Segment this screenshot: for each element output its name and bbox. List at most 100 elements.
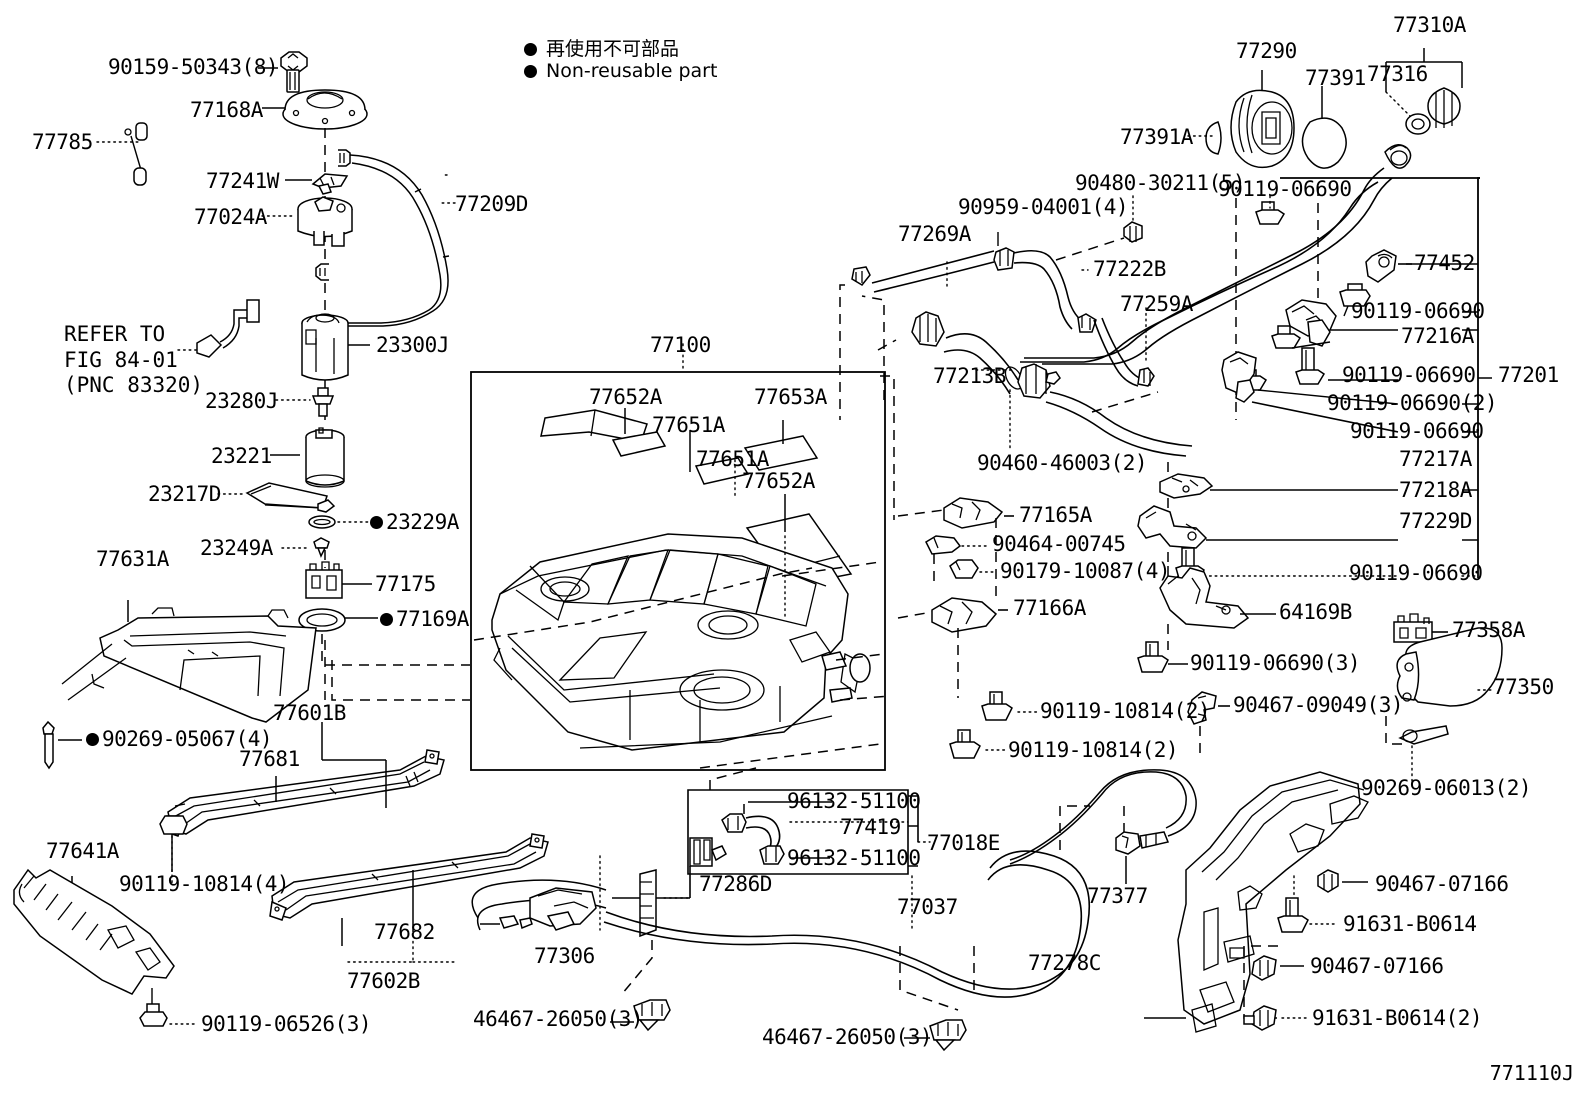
label-90269-05067-text: 90269-05067(4): [102, 727, 273, 751]
label-77229D[interactable]: 77229D: [1399, 509, 1472, 533]
label-77216A[interactable]: 77216A: [1401, 324, 1474, 348]
label-77652A-2[interactable]: 77652A: [742, 469, 815, 493]
label-77652A-1[interactable]: 77652A: [589, 385, 662, 409]
part-77350-art: [1396, 627, 1503, 707]
label-90119-10814-b[interactable]: 90119-10814(2): [1008, 738, 1179, 762]
group-77201-bracket: [1280, 177, 1492, 578]
label-77217A[interactable]: 77217A: [1399, 447, 1472, 471]
label-77213B[interactable]: 77213B: [933, 364, 1006, 388]
label-77651A-2[interactable]: 77651A: [696, 447, 769, 471]
label-90119-06526[interactable]: 90119-06526(3): [201, 1012, 372, 1036]
label-77306[interactable]: 77306: [534, 944, 595, 968]
label-77165A[interactable]: 77165A: [1019, 503, 1092, 527]
label-77377[interactable]: 77377: [1087, 884, 1148, 908]
label-90119-06690-c[interactable]: 90119-06690: [1350, 419, 1484, 443]
label-77391A[interactable]: 77391A: [1120, 125, 1193, 149]
label-77653A[interactable]: 77653A: [754, 385, 827, 409]
label-77259A[interactable]: 77259A: [1120, 292, 1193, 316]
label-90119-06690-b[interactable]: 90119-06690: [1342, 363, 1476, 387]
label-77241W[interactable]: 77241W: [206, 169, 279, 193]
label-77278C[interactable]: 77278C: [1028, 951, 1101, 975]
label-64169B[interactable]: 64169B: [1279, 600, 1352, 624]
label-90119-06690-2[interactable]: 90119-06690(2): [1327, 391, 1498, 415]
label-77681[interactable]: 77681: [239, 747, 300, 771]
label-90119-06690-3[interactable]: 90119-06690(3): [1190, 651, 1361, 675]
label-23229A[interactable]: 23229A: [370, 510, 459, 535]
label-90179-10087[interactable]: 90179-10087(4): [1000, 559, 1171, 583]
label-77601B[interactable]: 77601B: [273, 701, 346, 725]
label-90269-06013[interactable]: 90269-06013(2): [1361, 776, 1532, 800]
part-77269A-art: [839, 250, 995, 420]
label-77209D[interactable]: 77209D: [455, 192, 528, 216]
label-23300J[interactable]: 23300J: [376, 333, 449, 357]
label-77218A[interactable]: 77218A: [1399, 478, 1472, 502]
legend-english: Non-reusable part: [524, 60, 717, 82]
label-90480-30211[interactable]: 90480-30211(5): [1075, 171, 1246, 195]
label-90467-07166-b[interactable]: 90467-07166: [1310, 954, 1444, 978]
label-90959-04001[interactable]: 90959-04001(4): [958, 195, 1129, 219]
label-90119-06690-a[interactable]: 90119-06690: [1351, 299, 1485, 323]
label-90467-07166-a[interactable]: 90467-07166: [1375, 872, 1509, 896]
label-77222B[interactable]: 77222B: [1093, 257, 1166, 281]
label-90269-05067[interactable]: 90269-05067(4): [86, 727, 273, 752]
label-77310A[interactable]: 77310A: [1393, 13, 1466, 37]
label-96132-51100-a[interactable]: 96132-51100: [787, 789, 921, 813]
label-77651A-1[interactable]: 77651A: [652, 413, 725, 437]
label-77358A[interactable]: 77358A: [1452, 618, 1525, 642]
label-96132-51100-b[interactable]: 96132-51100: [787, 846, 921, 870]
bolt-90159-50343-art: [258, 51, 308, 93]
label-77286D[interactable]: 77286D: [699, 872, 772, 896]
label-90119-06690-d[interactable]: 90119-06690: [1349, 561, 1483, 585]
label-90119-10814-a[interactable]: 90119-10814(2): [1040, 699, 1211, 723]
label-90467-09049[interactable]: 90467-09049(3): [1233, 693, 1404, 717]
label-77100[interactable]: 77100: [650, 333, 711, 357]
part-77241W-art: [285, 173, 349, 195]
label-77169A[interactable]: 77169A: [380, 607, 469, 632]
label-77682[interactable]: 77682: [374, 920, 435, 944]
legend-dot-icon: [524, 43, 537, 56]
label-90159-50343[interactable]: 90159-50343(8): [108, 55, 279, 79]
label-77316[interactable]: 77316: [1367, 62, 1428, 86]
label-77018E[interactable]: 77018E: [927, 831, 1000, 855]
label-77024A[interactable]: 77024A: [194, 205, 267, 229]
label-90119-06690-top[interactable]: 90119-06690: [1218, 177, 1352, 201]
part-77175-art: [305, 561, 372, 599]
label-77290[interactable]: 77290: [1236, 39, 1297, 63]
part-77217A-art: [1221, 351, 1399, 433]
label-77631A[interactable]: 77631A: [96, 547, 169, 571]
label-90464-00745[interactable]: 90464-00745: [992, 532, 1126, 556]
label-91631-B0614-a[interactable]: 91631-B0614: [1343, 912, 1477, 936]
tank-dash-route-3: [877, 339, 897, 351]
label-46467-26050-a[interactable]: 46467-26050(3): [473, 1007, 644, 1031]
part-23217D-art: [217, 482, 336, 513]
label-77602B[interactable]: 77602B: [347, 969, 420, 993]
label-77350[interactable]: 77350: [1493, 675, 1554, 699]
label-77201[interactable]: 77201: [1498, 363, 1559, 387]
part-77213B-art: [880, 311, 1193, 520]
label-77269A[interactable]: 77269A: [898, 222, 971, 246]
label-23217D[interactable]: 23217D: [148, 482, 221, 506]
label-77641A[interactable]: 77641A: [46, 839, 119, 863]
label-23221[interactable]: 23221: [211, 444, 272, 468]
label-77037[interactable]: 77037: [897, 895, 958, 919]
label-77168A[interactable]: 77168A: [190, 98, 263, 122]
figure-id: 771110J: [1489, 1061, 1574, 1085]
label-77419[interactable]: 77419: [840, 815, 901, 839]
label-91631-B0614-b[interactable]: 91631-B0614(2): [1312, 1006, 1483, 1030]
label-46467-26050-b[interactable]: 46467-26050(3): [762, 1025, 933, 1049]
non-reusable-dot-icon: [370, 516, 383, 529]
label-77175[interactable]: 77175: [375, 572, 436, 596]
label-23280J[interactable]: 23280J: [205, 389, 278, 413]
label-23249A[interactable]: 23249A: [200, 536, 273, 560]
label-77785[interactable]: 77785: [32, 130, 93, 154]
non-reusable-dot-icon: [380, 613, 393, 626]
part-23221-art: [270, 427, 345, 488]
label-77166A[interactable]: 77166A: [1013, 596, 1086, 620]
label-90460-46003[interactable]: 90460-46003(2): [977, 451, 1148, 475]
label-77391[interactable]: 77391: [1305, 66, 1366, 90]
label-90119-10814-4[interactable]: 90119-10814(4): [119, 872, 290, 896]
part-77785-art: [96, 122, 148, 186]
fuel-tank-body-art: [473, 533, 891, 769]
label-77452[interactable]: 77452: [1414, 251, 1475, 275]
